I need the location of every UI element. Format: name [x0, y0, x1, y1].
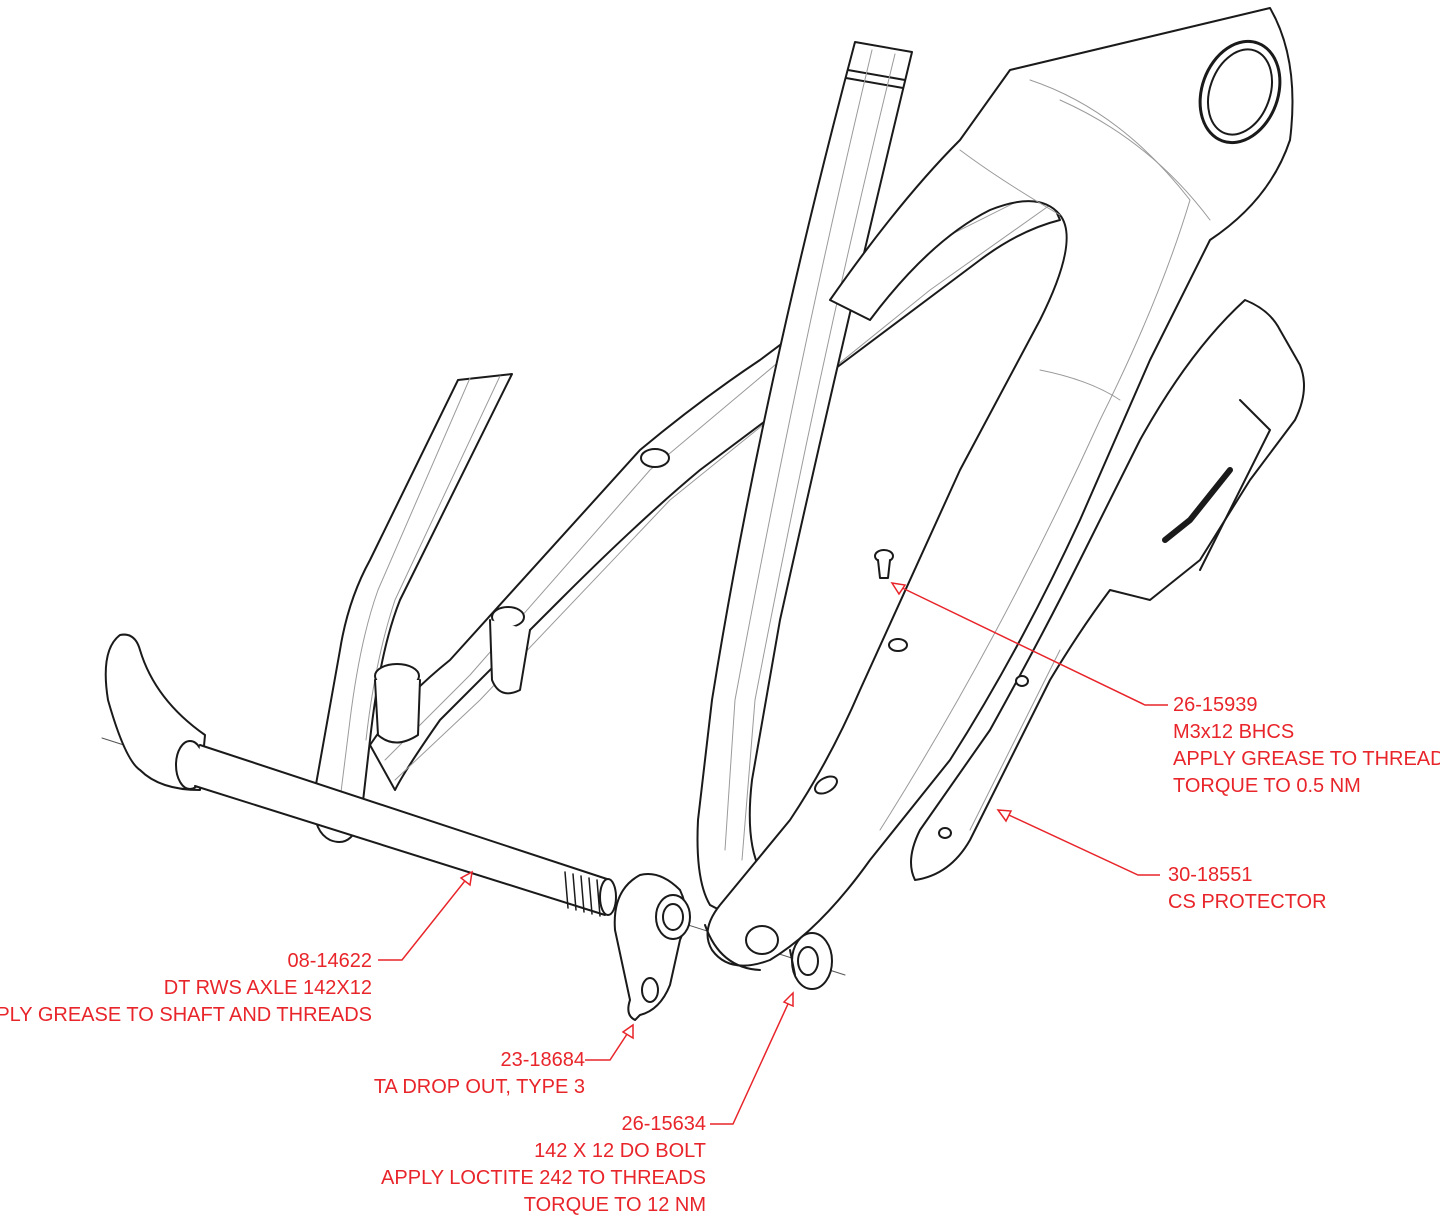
callout-dropout-description: TA DROP OUT, TYPE 3: [373, 1076, 585, 1098]
callout-do-bolt-description: 142 X 12 DO BOLT: [534, 1140, 706, 1162]
ta-dropout: [613, 873, 691, 1021]
chain-stay-brace: [369, 174, 1061, 791]
callout-bhcs-note-torque: TORQUE TO 0.5 NM: [1173, 775, 1361, 797]
callout-do-bolt-note-loctite: APPLY LOCTITE 242 TO THREADS: [381, 1167, 706, 1189]
thru-axle: [104, 633, 617, 917]
callout-do-bolt-note-torque: TORQUE TO 12 NM: [523, 1194, 706, 1216]
callout-axle-description: DT RWS AXLE 142X12: [163, 977, 372, 999]
callout-axle-part-number: 08-14622: [287, 950, 372, 972]
callout-dropout-part-number: 23-18684: [500, 1049, 585, 1071]
chain-stay: [704, 7, 1294, 971]
callout-protector-part-number: 30-18551: [1168, 864, 1253, 886]
bhcs-screw: [874, 549, 894, 579]
leader-dropout: [585, 1024, 634, 1061]
cs-protector: [910, 299, 1305, 881]
callout-protector-description: CS PROTECTOR: [1168, 891, 1327, 913]
seat-stay: [313, 373, 513, 843]
leader-axle: [378, 871, 473, 961]
leader-protector: [997, 809, 1160, 876]
leader-do-bolt: [710, 992, 794, 1125]
callout-bhcs-description: M3x12 BHCS: [1173, 721, 1295, 743]
callout-bhcs: 26-15939 M3x12 BHCS APPLY GREASE TO THRE…: [1173, 692, 1440, 800]
callout-do-bolt-part-number: 26-15634: [621, 1113, 706, 1135]
callout-axle: 08-14622 DT RWS AXLE 142X12 APPLY GREASE…: [0, 948, 372, 1029]
leader-bhcs: [891, 582, 1168, 706]
callout-bhcs-part-number: 26-15939: [1173, 694, 1258, 716]
callout-dropout: 23-18684 TA DROP OUT, TYPE 3: [374, 1047, 585, 1101]
callout-do-bolt: 26-15634 142 X 12 DO BOLT APPLY LOCTITE …: [381, 1111, 706, 1219]
callout-protector: 30-18551 CS PROTECTOR: [1168, 862, 1327, 916]
do-bolt: [789, 932, 833, 990]
callout-axle-note-grease: APPLY GREASE TO SHAFT AND THREADS: [0, 1004, 372, 1026]
callout-bhcs-note-grease: APPLY GREASE TO THREADS: [1173, 748, 1440, 770]
